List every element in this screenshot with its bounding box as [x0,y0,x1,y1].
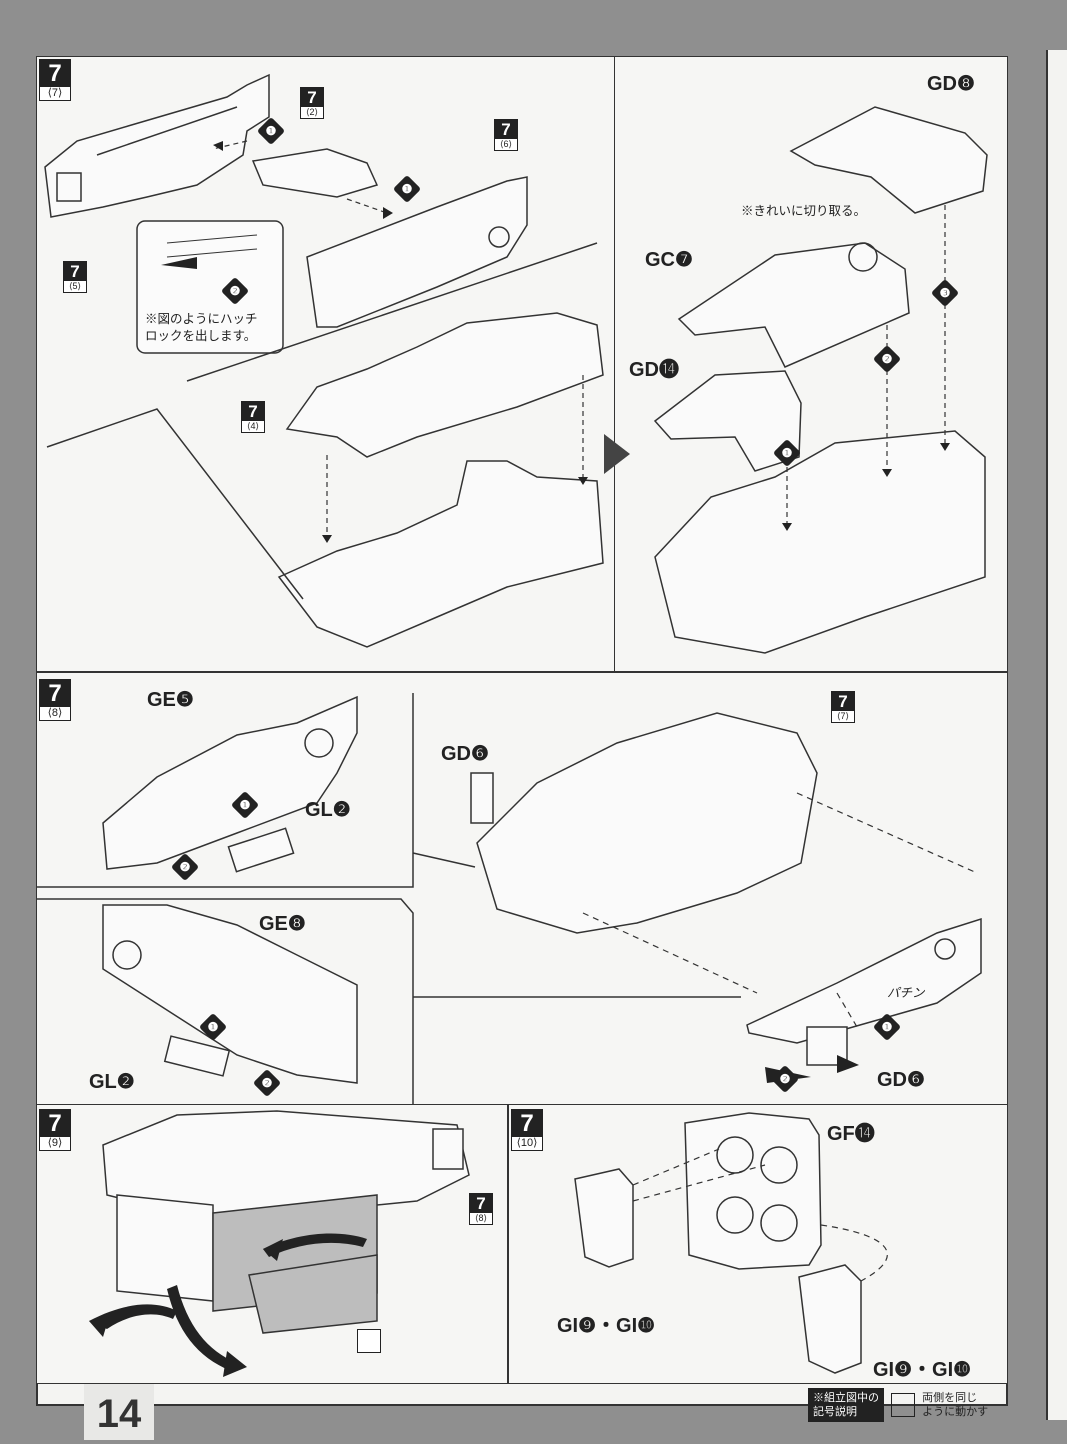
part-ref-sub: ⟨2⟩ [305,107,319,117]
part-ref-sub: ⟨4⟩ [246,421,260,431]
step-marker-2: ❷ [252,1068,282,1098]
step-marker-1: ❶ [230,790,260,820]
step-badge-sub: ⟨7⟩ [47,87,63,99]
legend-meaning: 両側を同じ ように動かす [922,1392,989,1418]
step-marker-2: ❷ [770,1064,800,1094]
joint-assembly-drawing [574,1112,888,1374]
next-arrow-icon [604,434,630,474]
step-marker-1: ❶ [392,174,422,204]
part-label-gd14: GD⓮ [629,359,679,381]
step-7-7-drawing [44,73,604,648]
step-badge-number: 7 [40,1110,70,1137]
cover-assembly-drawing [653,106,988,654]
step-marker-2: ❷ [220,276,250,306]
part-label-gf14: GF⓮ [827,1123,875,1145]
step-badge: 7 ⟨9⟩ [39,1109,71,1151]
step-badge-number: 7 [40,60,70,87]
step-marker-2: ❷ [872,344,902,374]
part-ref-sub: ⟨5⟩ [68,281,82,291]
side-panel-drawing [37,693,982,1105]
step-7-8-panel: 7 ⟨8⟩ 7⟨7⟩ [36,672,1008,1106]
step-badge-sub: ⟨10⟩ [516,1137,538,1149]
step-badge: 7 ⟨8⟩ [39,679,71,721]
part-ref-7-8: 7⟨8⟩ [469,1193,493,1225]
step-marker-2: ❷ [170,852,200,882]
part-ref-number: 7 [242,402,264,421]
part-ref-sub: ⟨7⟩ [836,711,850,721]
step-marker-1: ❶ [256,116,286,146]
page-number: 14 [84,1384,154,1440]
step-badge: 7 ⟨7⟩ [39,59,71,101]
hatch-open-drawing [89,1110,470,1377]
step-7-7-covers-panel: GD❽ ※きれいに切り取る。 GC❼ GD⓮ ❸ ❷ ❶ [614,56,1008,672]
part-label-gc7: GC❼ [645,249,693,271]
snap-sound-label: パチン [887,986,925,1000]
part-label-gl2: GL❷ [305,799,351,821]
step-marker-1: ❶ [872,1012,902,1042]
step-badge-sub: ⟨9⟩ [47,1137,63,1149]
step-badge: 7 ⟨10⟩ [511,1109,543,1151]
part-label-gi9-gi10: GI❾・GI❿ [557,1315,656,1337]
legend-label: ※組立図中の 記号説明 [808,1388,884,1422]
part-label-gd6: GD❻ [877,1069,925,1091]
part-ref-7-5: 7⟨5⟩ [63,261,87,293]
part-label-gd8: GD❽ [927,73,975,95]
part-ref-number: 7 [832,692,854,711]
part-label-gl2: GL❷ [89,1071,135,1093]
part-ref-number: 7 [64,262,86,281]
step-marker-3: ❸ [930,278,960,308]
part-ref-7-7: 7⟨7⟩ [831,691,855,723]
part-ref-7-2: 7⟨2⟩ [300,87,324,119]
step-7-7-panel: 7 ⟨7⟩ 7⟨2⟩ 7⟨6⟩ 7⟨5⟩ 7⟨4⟩ [36,56,616,672]
part-ref-number: 7 [470,1194,492,1213]
step-marker-1: ❶ [198,1012,228,1042]
part-ref-7-4: 7⟨4⟩ [241,401,265,433]
part-label-ge8: GE❽ [259,913,306,935]
both-sides-symbol-icon [357,1329,381,1353]
next-page-edge [1046,50,1067,1420]
part-label-gd6: GD❻ [441,743,489,765]
hatch-lock-note: ※図のようにハッチ ロックを出します。 [145,312,258,343]
step-badge-number: 7 [512,1110,542,1137]
both-sides-symbol-icon [891,1393,916,1417]
step-marker-1: ❶ [772,438,802,468]
step-badge-sub: ⟨8⟩ [47,707,63,719]
part-label-gi9-gi10: GI❾・GI❿ [873,1359,972,1381]
part-ref-sub: ⟨6⟩ [499,139,513,149]
step-7-9-panel: 7 ⟨9⟩ 7⟨8⟩ [36,1104,508,1384]
cut-cleanly-note: ※きれいに切り取る。 [741,204,867,218]
part-label-ge5: GE❺ [147,689,194,711]
part-ref-number: 7 [301,88,323,107]
symbol-legend: ※組立図中の 記号説明 両側を同じ ように動かす [808,1388,988,1422]
part-ref-7-6: 7⟨6⟩ [494,119,518,151]
step-badge-number: 7 [40,680,70,707]
part-ref-sub: ⟨8⟩ [474,1213,488,1223]
part-ref-number: 7 [495,120,517,139]
step-7-10-panel: 7 ⟨10⟩ GF⓮ GI❾・GI❿ GI❾・GI❿ [508,1104,1008,1384]
